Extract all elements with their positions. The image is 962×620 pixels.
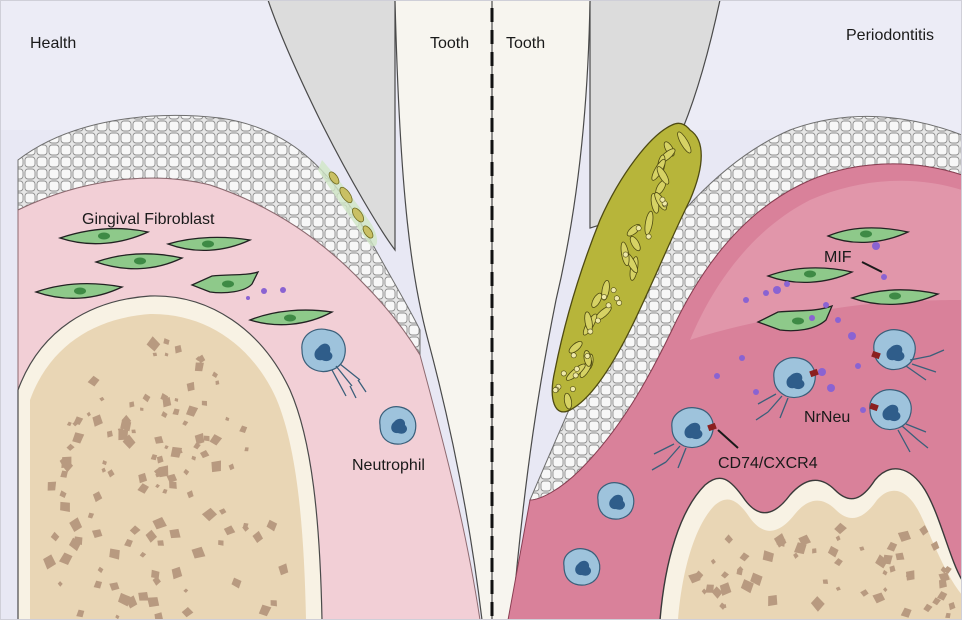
mif-molecule [246,296,250,300]
neutrophil-label: Neutrophil [352,457,425,474]
coccus [588,329,593,334]
mif-molecule [809,315,815,321]
coccus [574,366,579,371]
mif-molecule [848,332,856,340]
nrneu-label: NrNeu [804,409,850,426]
coccus [617,300,622,305]
coccus [601,294,606,299]
mif-molecule [818,368,826,376]
mif-molecule [739,355,745,361]
mif-molecule [855,363,861,369]
coccus [636,226,641,231]
tooth-label-right: Tooth [506,35,545,52]
mif-molecule [881,274,887,280]
mif-molecule [743,297,749,303]
mif-molecule [823,302,829,308]
coccus [623,252,628,257]
mif-molecule [261,288,267,294]
mif-label: MIF [824,249,852,266]
health-label: Health [30,35,76,52]
coccus [646,234,651,239]
mif-molecule [714,373,720,379]
coccus [611,288,616,293]
coccus [561,371,566,376]
coccus [606,303,611,308]
mif-molecule [784,281,790,287]
coccus [553,387,558,392]
mif-molecule [835,317,841,323]
mif-molecule [827,384,835,392]
coccus [570,386,575,391]
coccus [585,353,590,358]
mif-molecule [280,287,286,293]
neutrophil [380,407,416,444]
cd74-cxcr4-label: CD74/CXCR4 [718,455,818,472]
periodontitis-label: Periodontitis [846,27,934,44]
mif-molecule [872,242,880,250]
mif-molecule [773,286,781,294]
coccus [571,353,576,358]
mif-molecule [753,389,759,395]
mif-molecule [860,407,866,413]
neutrophil [564,549,600,585]
coccus [573,373,578,378]
gingival-fibroblast-label: Gingival Fibroblast [82,211,215,228]
neutrophil [598,483,634,519]
coccus [595,318,600,323]
mif-molecule [763,290,769,296]
tooth-label-left: Tooth [430,35,469,52]
coccus [660,197,665,202]
